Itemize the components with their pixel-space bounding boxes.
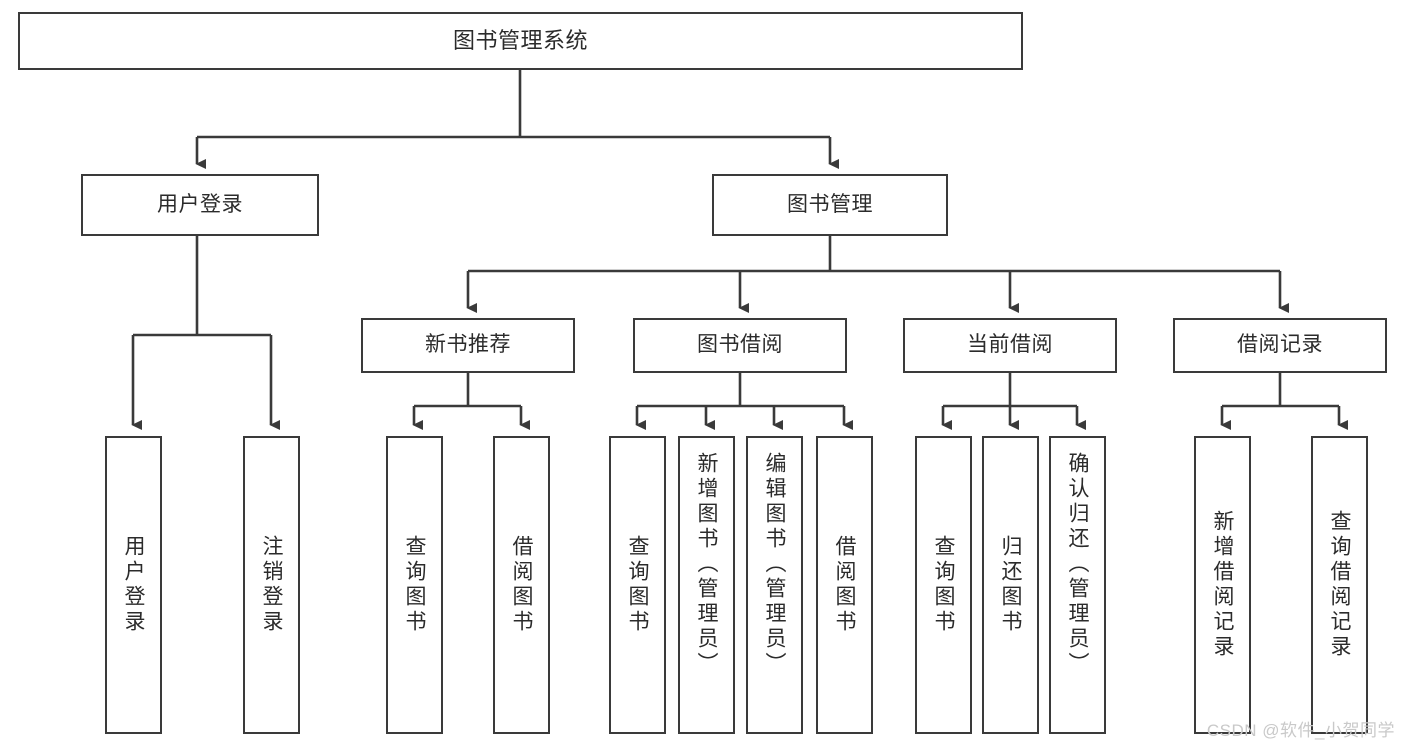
node-root[interactable]: 图书管理系统 (18, 12, 1023, 70)
node-current-borrow[interactable]: 当前借阅 (903, 318, 1117, 373)
leaf-return-book-label: 归还图书 (999, 535, 1022, 635)
node-user-login[interactable]: 用户登录 (81, 174, 319, 236)
leaf-confirm-return[interactable]: 确认归还（管理员） (1049, 436, 1106, 734)
leaf-user-login[interactable]: 用户登录 (105, 436, 162, 734)
node-user-login-label: 用户登录 (157, 192, 243, 216)
leaf-query-book-2[interactable]: 查询图书 (609, 436, 666, 734)
leaf-borrow-book-1-label: 借阅图书 (510, 535, 533, 635)
node-book-manage-label: 图书管理 (787, 192, 873, 216)
leaf-query-book-2-label: 查询图书 (626, 535, 649, 635)
leaf-add-book[interactable]: 新增图书（管理员） (678, 436, 735, 734)
leaf-add-record[interactable]: 新增借阅记录 (1194, 436, 1251, 734)
node-new-book-recommend[interactable]: 新书推荐 (361, 318, 575, 373)
leaf-borrow-book-2[interactable]: 借阅图书 (816, 436, 873, 734)
leaf-user-logout-label: 注销登录 (260, 535, 283, 635)
leaf-query-book-1-label: 查询图书 (403, 535, 426, 635)
node-borrow-record-label: 借阅记录 (1237, 333, 1323, 357)
node-book-borrow-label: 图书借阅 (697, 333, 783, 357)
node-borrow-record[interactable]: 借阅记录 (1173, 318, 1387, 373)
node-new-book-recommend-label: 新书推荐 (425, 333, 511, 357)
leaf-edit-book-label: 编辑图书（管理员） (763, 452, 786, 677)
leaf-query-book-3[interactable]: 查询图书 (915, 436, 972, 734)
leaf-query-book-3-label: 查询图书 (932, 535, 955, 635)
leaf-edit-book[interactable]: 编辑图书（管理员） (746, 436, 803, 734)
leaf-return-book[interactable]: 归还图书 (982, 436, 1039, 734)
leaf-user-logout[interactable]: 注销登录 (243, 436, 300, 734)
node-book-borrow[interactable]: 图书借阅 (633, 318, 847, 373)
leaf-add-book-label: 新增图书（管理员） (695, 452, 718, 677)
leaf-query-record-label: 查询借阅记录 (1328, 510, 1351, 660)
leaf-query-book-1[interactable]: 查询图书 (386, 436, 443, 734)
leaf-borrow-book-1[interactable]: 借阅图书 (493, 436, 550, 734)
node-book-manage[interactable]: 图书管理 (712, 174, 948, 236)
leaf-query-record[interactable]: 查询借阅记录 (1311, 436, 1368, 734)
watermark: CSDN @软件_小贺同学 (1206, 721, 1395, 740)
leaf-user-login-label: 用户登录 (122, 535, 145, 635)
leaf-borrow-book-2-label: 借阅图书 (833, 535, 856, 635)
node-root-label: 图书管理系统 (452, 28, 588, 54)
node-current-borrow-label: 当前借阅 (967, 333, 1053, 357)
leaf-add-record-label: 新增借阅记录 (1211, 510, 1234, 660)
leaf-confirm-return-label: 确认归还（管理员） (1066, 452, 1089, 677)
